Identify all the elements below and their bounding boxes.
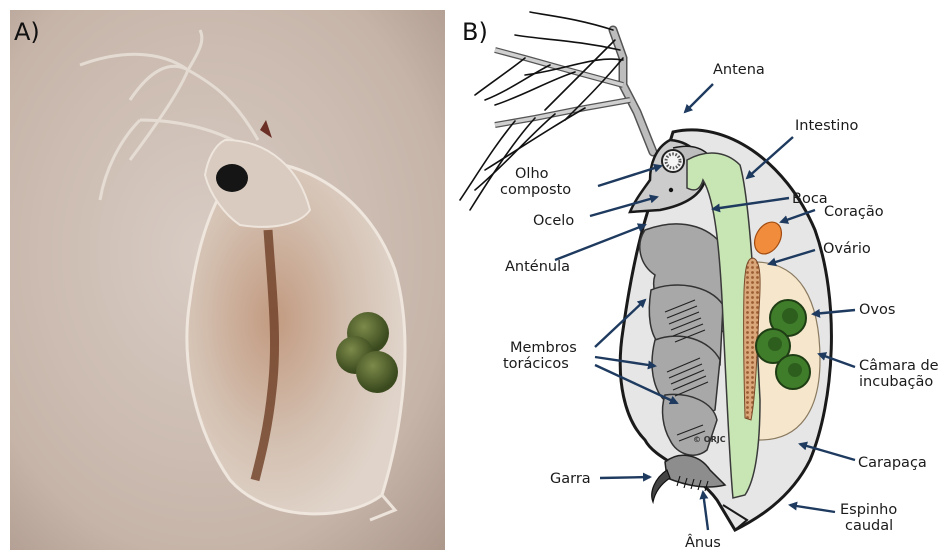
label-espinho-line2: caudal [845,518,893,534]
label-membros-line1: Membros [510,340,577,356]
copyright-mark: © ORJC [693,435,726,444]
daphnia-anatomy-diagram: © ORJC Antena Intestino Olho composto Bo… [455,0,950,558]
label-espinho-line1: Espinho [840,502,897,518]
label-olho-line1: Olho [515,166,549,182]
label-antena: Antena [713,62,765,78]
antenna-drawing [460,12,653,210]
label-intestino: Intestino [795,118,859,134]
label-anus: Ânus [685,533,721,551]
label-ocelo: Ocelo [533,213,574,229]
panel-b-letter: B) [462,18,488,46]
label-antenula: Anténula [505,259,570,275]
ocellus-dot [669,188,673,192]
daphnia-photo [10,10,445,550]
label-camara-line1: Câmara de [859,358,939,374]
label-carapaca: Carapaça [858,455,927,471]
label-membros-line2: torácicos [503,356,569,372]
label-garra: Garra [550,471,591,487]
panel-a-letter: A) [14,18,40,46]
label-olho-line2: composto [500,182,571,198]
claw-shape [652,470,670,502]
label-camara-line2: incubação [859,374,933,390]
label-ovario: Ovário [823,241,871,257]
label-ovos: Ovos [859,302,895,318]
label-boca: Boca [792,191,828,207]
label-coracao: Coração [824,204,884,220]
